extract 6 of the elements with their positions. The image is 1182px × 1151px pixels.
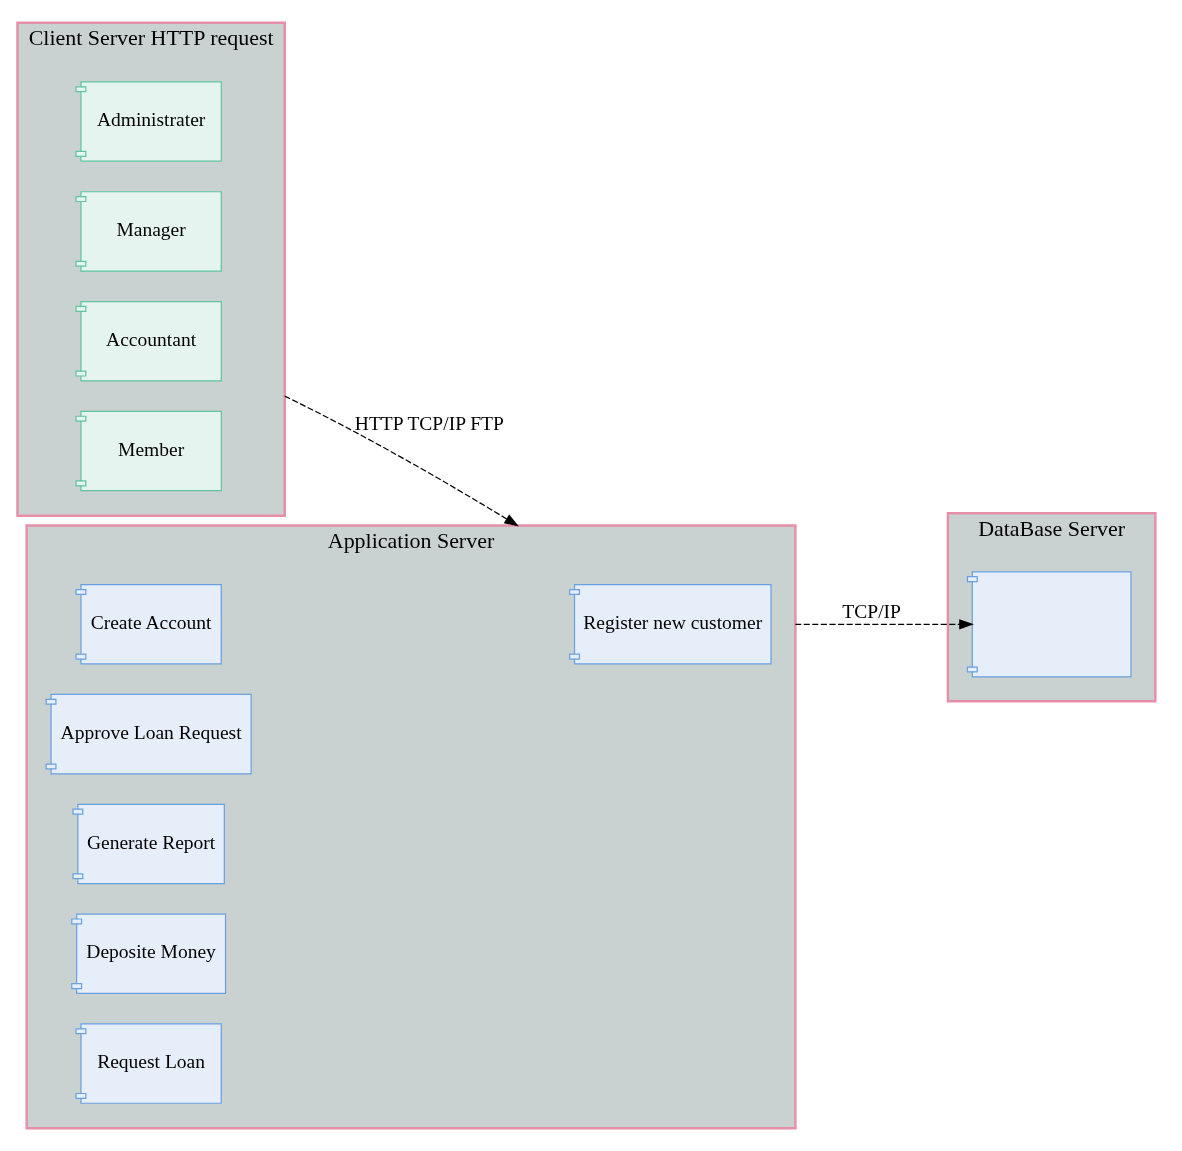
edge-label: HTTP TCP/IP FTP — [354, 413, 504, 435]
node-box — [966, 571, 1132, 678]
arrow — [284, 395, 519, 527]
arrow — [794, 619, 974, 630]
edge-label: TCP/IP — [842, 600, 901, 622]
cluster: DataBase Server — [946, 512, 1157, 703]
